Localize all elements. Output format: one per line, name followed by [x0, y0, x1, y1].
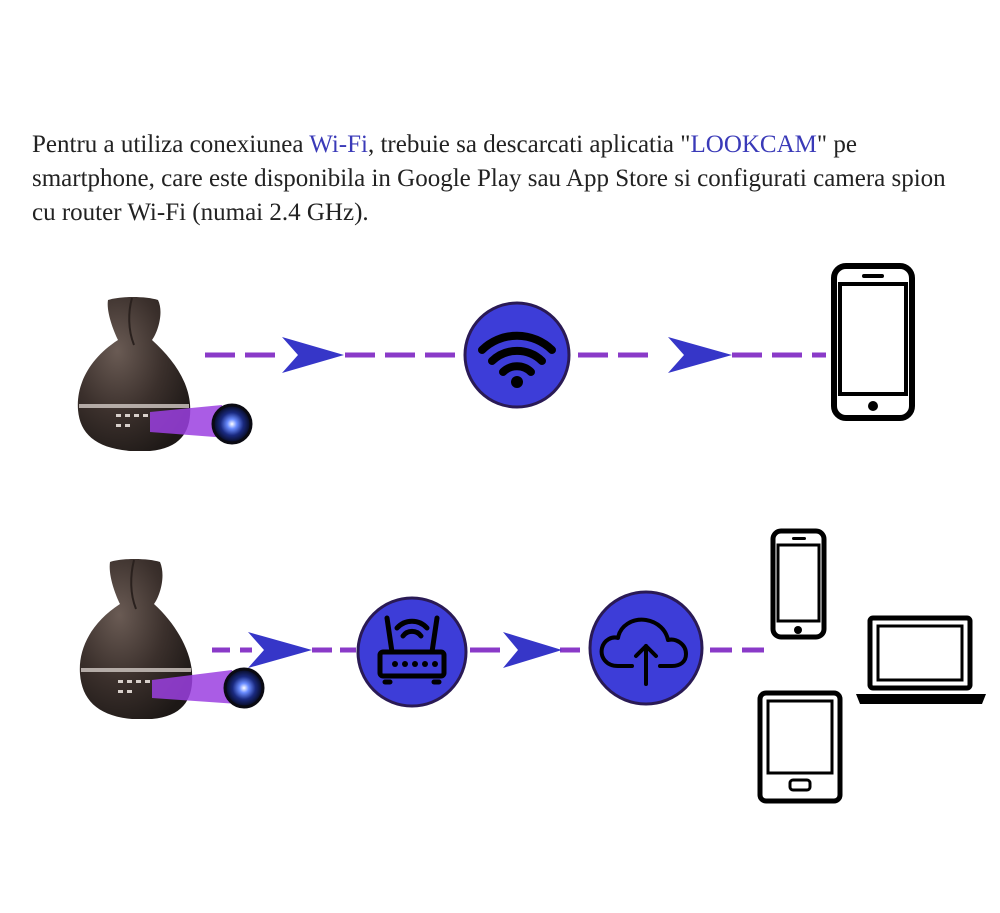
diffuser-camera-icon	[77, 297, 253, 451]
laptop-icon	[856, 615, 986, 704]
camera-beam	[152, 670, 238, 704]
cloud-upload-icon	[599, 617, 688, 686]
router-node	[356, 596, 468, 708]
flow-arrow	[248, 632, 312, 668]
intro-text-3: " pe smartphone, care este disponibila i…	[32, 131, 946, 226]
wifi-node	[463, 301, 571, 409]
flow-arrow	[282, 337, 344, 373]
tablet-icon	[757, 690, 843, 804]
app-name-highlight: LOOKCAM	[690, 131, 817, 158]
flow-arrow	[503, 632, 562, 668]
smartphone-icon	[831, 263, 915, 421]
intro-paragraph: Pentru a utiliza conexiunea Wi-Fi, trebu…	[32, 128, 972, 230]
diffuser-camera-icon	[79, 559, 265, 719]
wifi-icon	[478, 331, 556, 376]
flow-arrow	[668, 337, 732, 373]
intro-text-1: Pentru a utiliza conexiunea	[32, 131, 310, 158]
router-icon	[377, 615, 447, 685]
flow-direct-wifi	[77, 263, 915, 451]
camera-beam	[150, 405, 228, 438]
camera-lens-icon	[223, 667, 265, 709]
smartphone-icon	[770, 528, 827, 640]
flow-router-cloud	[79, 528, 986, 804]
cloud-node	[588, 590, 704, 706]
wifi-highlight: Wi-Fi	[309, 131, 368, 158]
intro-text-2: , trebuie sa descarcati aplicatia "	[367, 131, 691, 158]
camera-lens-icon	[211, 403, 253, 445]
